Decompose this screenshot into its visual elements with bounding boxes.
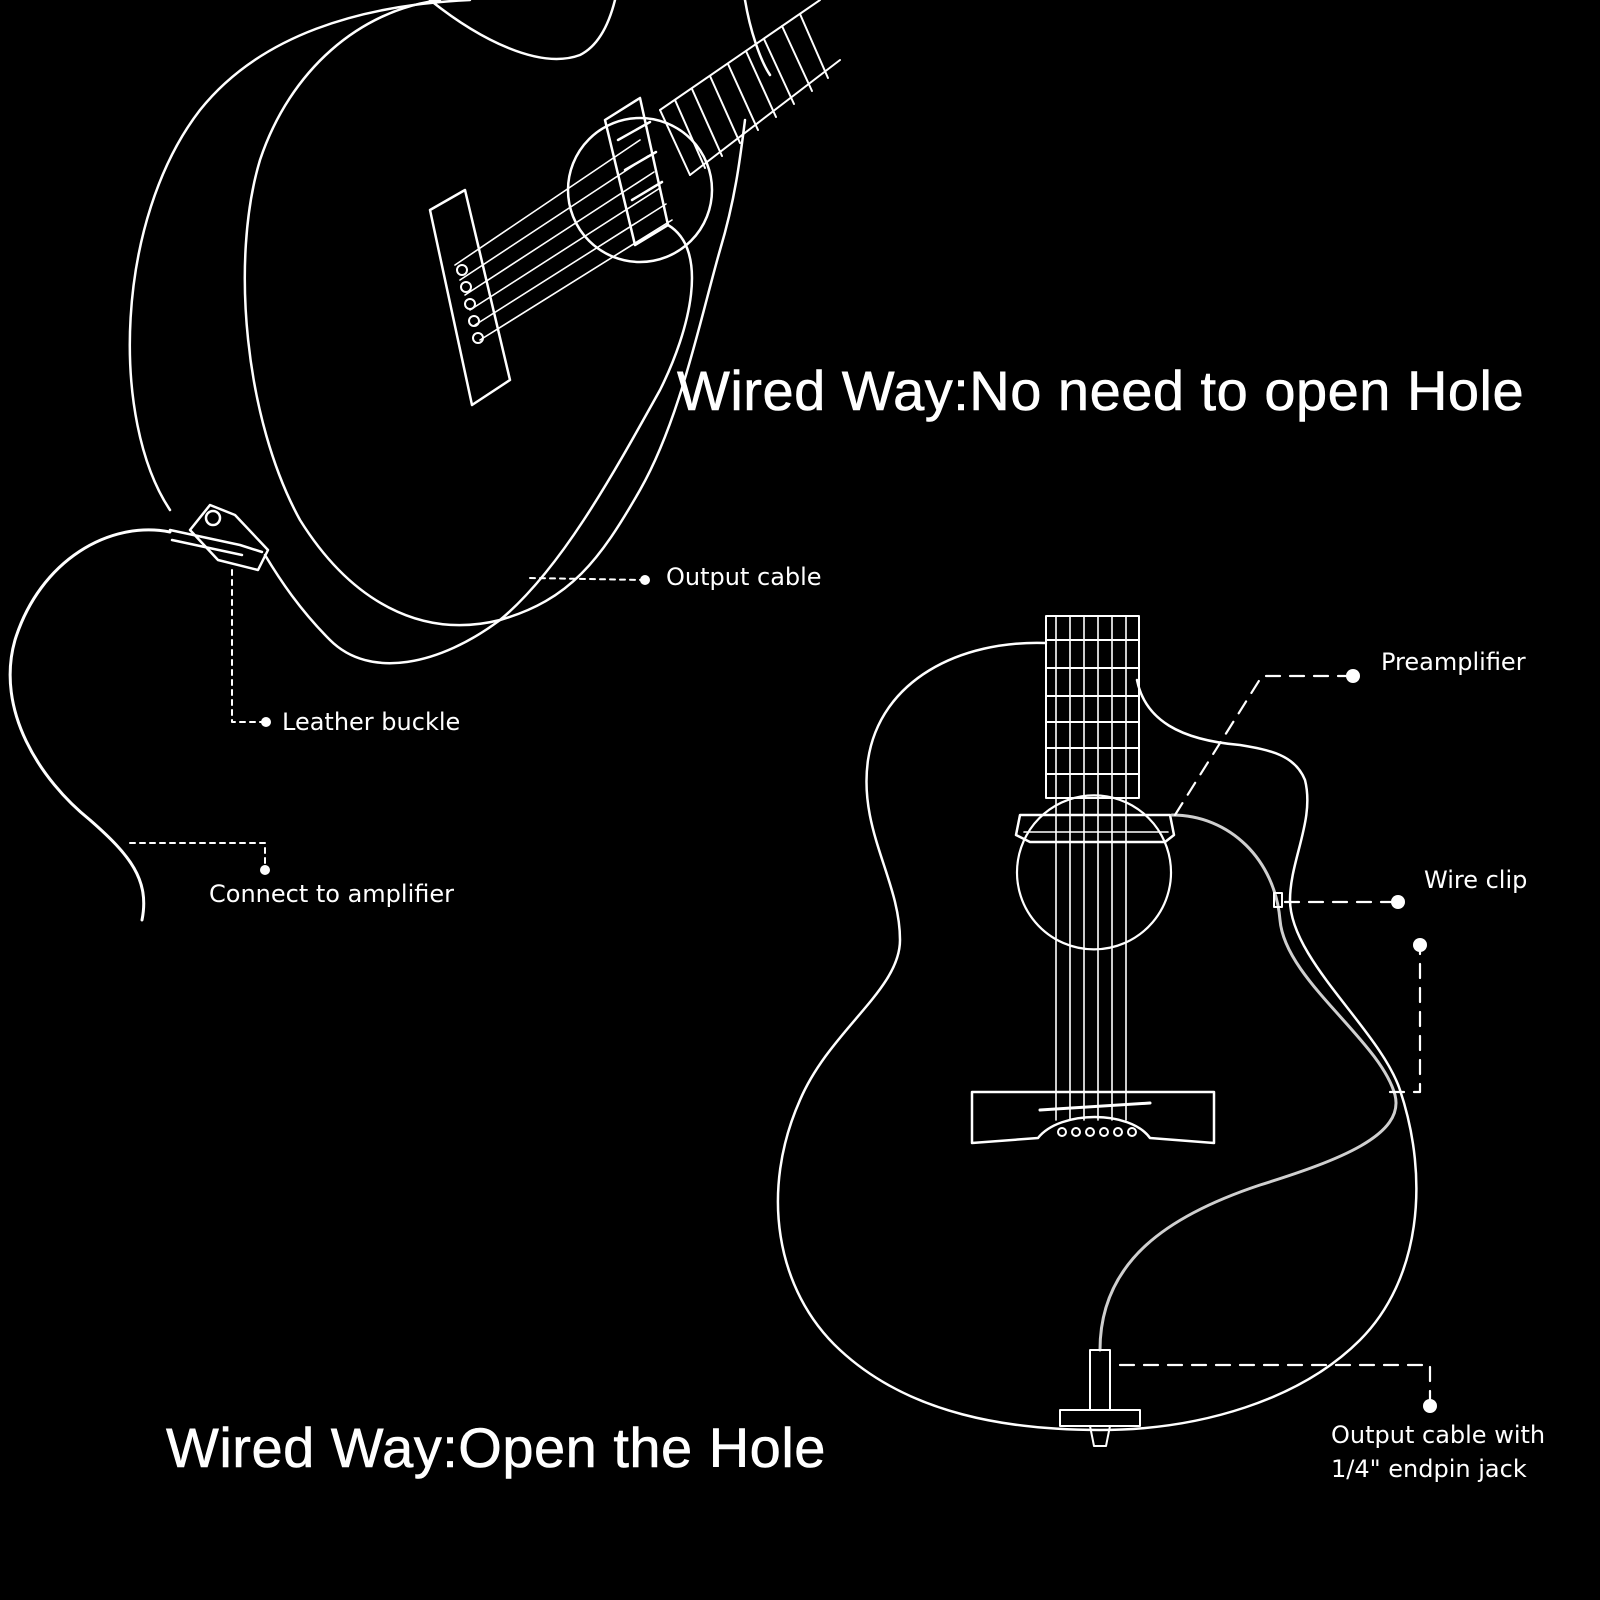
bottom-guitar-strings bbox=[1055, 615, 1127, 1121]
top-guitar-leather-buckle bbox=[188, 503, 270, 572]
amplifier-cable bbox=[8, 528, 172, 922]
top-guitar-back-edge bbox=[128, 0, 472, 512]
top-guitar-leader-lines bbox=[129, 569, 646, 869]
label-output-endpin-line1: Output cable with bbox=[1331, 1421, 1546, 1449]
top-guitar-jack-plug bbox=[168, 528, 264, 557]
top-guitar-jack-nut bbox=[204, 509, 222, 527]
top-guitar-output-cable bbox=[263, 223, 694, 665]
top-guitar-body-outline bbox=[243, 0, 747, 627]
bottom-guitar-endpin-jack bbox=[1059, 1349, 1141, 1447]
label-wire-clip: Wire clip bbox=[1424, 866, 1528, 894]
bottom-guitar-preamplifier bbox=[1014, 813, 1176, 844]
label-output-endpin-line2: 1/4" endpin jack bbox=[1331, 1455, 1527, 1483]
top-guitar-bridge bbox=[428, 188, 512, 407]
top-guitar-upper-bout bbox=[428, 0, 617, 61]
top-guitar-bridge-pins bbox=[456, 264, 484, 344]
top-guitar bbox=[8, 0, 841, 922]
bottom-guitar-output-cable bbox=[1098, 813, 1398, 1352]
top-guitar-fretboard bbox=[659, 0, 841, 176]
title-no-hole: Wired Way:No need to open Hole bbox=[677, 359, 1525, 423]
label-preamplifier: Preamplifier bbox=[1381, 648, 1526, 676]
top-guitar-soundhole bbox=[566, 116, 714, 264]
bottom-guitar-saddle bbox=[1038, 1101, 1152, 1112]
bottom-guitar-fretboard bbox=[1045, 615, 1140, 799]
bottom-guitar-wire-clip bbox=[1273, 892, 1283, 908]
bottom-guitar-bridge bbox=[970, 1090, 1216, 1145]
bottom-guitar-soundhole bbox=[1015, 794, 1173, 951]
title-open-hole: Wired Way:Open the Hole bbox=[166, 1416, 826, 1480]
label-output-cable: Output cable bbox=[666, 563, 822, 591]
top-guitar-leader-dots bbox=[260, 575, 650, 875]
label-leather-buckle: Leather buckle bbox=[282, 708, 461, 736]
bottom-guitar bbox=[776, 615, 1437, 1447]
bottom-guitar-bridge-pins bbox=[1057, 1127, 1137, 1137]
bottom-guitar-leader-dots bbox=[1346, 669, 1437, 1413]
bottom-guitar-leader-lines bbox=[1118, 674, 1432, 1407]
bottom-guitar-body-outline bbox=[776, 641, 1418, 1432]
top-guitar-strings bbox=[454, 139, 673, 341]
label-connect-amplifier: Connect to amplifier bbox=[209, 880, 454, 908]
label-output-endpin: Output cable with 1/4" endpin jack bbox=[1331, 1418, 1545, 1486]
